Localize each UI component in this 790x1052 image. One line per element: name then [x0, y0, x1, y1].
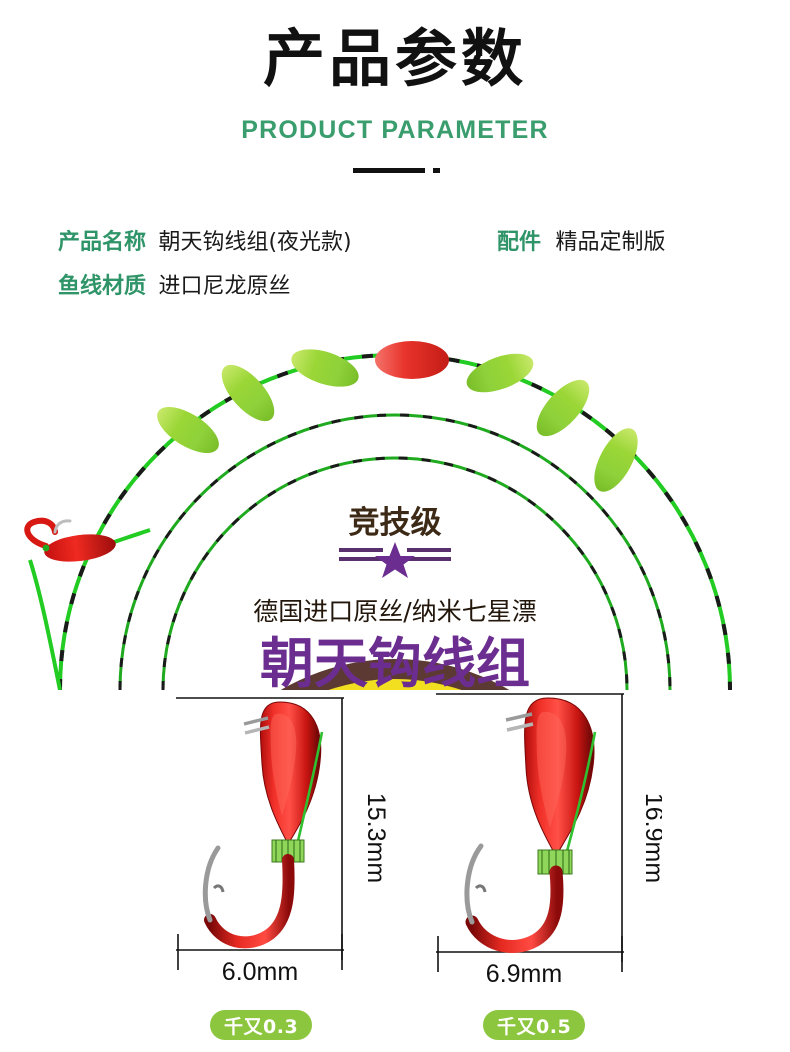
hook-figure-small: 15.3mm 6.0mm: [172, 688, 392, 988]
parameter-label: 配件: [497, 230, 542, 255]
divider-bar: [353, 168, 425, 173]
hook-size-badges: 千又0.3 千又0.5: [0, 1008, 790, 1048]
size-badge-small: 千又0.3: [210, 1010, 313, 1040]
hook-figure-large: 16.9mm 6.9mm: [432, 688, 668, 988]
title-divider: [0, 168, 790, 174]
hook-height-label: 16.9mm: [640, 793, 662, 883]
parameter-accessory: 配件 精品定制版: [497, 224, 665, 256]
hook-dimension-diagrams: 15.3mm 6.0mm: [0, 688, 790, 988]
size-badge-large: 千又0.5: [483, 1010, 586, 1040]
parameter-list: 产品名称 朝天钩线组(夜光款) 配件 精品定制版 鱼线材质 进口尼龙原丝: [0, 218, 790, 306]
tagline-text: 德国进口原丝/纳米七星漂: [253, 597, 536, 626]
parameter-value: 朝天钩线组(夜光款): [158, 230, 352, 255]
hook-width-label: 6.9mm: [486, 960, 562, 988]
parameter-product-name: 产品名称 朝天钩线组(夜光款): [58, 224, 352, 256]
star-divider: [339, 542, 451, 578]
hook-height-label: 15.3mm: [362, 793, 390, 883]
parameter-label: 鱼线材质: [58, 274, 147, 299]
product-name-text: 朝天钩线组: [260, 632, 530, 690]
parameter-value: 进口尼龙原丝: [158, 274, 291, 299]
divider-dot: [433, 168, 440, 173]
hook-width-label: 6.0mm: [222, 958, 298, 986]
page-subtitle: PRODUCT PARAMETER: [241, 116, 549, 144]
parameter-line-material: 鱼线材质 进口尼龙原丝: [58, 268, 290, 300]
grade-text: 竞技级: [349, 505, 442, 541]
page-title: 产品参数: [262, 22, 527, 95]
parameter-value: 精品定制版: [555, 230, 666, 255]
parameter-row: 产品名称 朝天钩线组(夜光款) 配件 精品定制版: [0, 218, 790, 262]
inline-hook-icon: [24, 517, 116, 562]
product-illustration: 竞技级 德国进口原丝/纳米七星漂 朝天钩线组: [0, 330, 790, 690]
page-header: 产品参数 PRODUCT PARAMETER: [0, 0, 790, 200]
parameter-row: 鱼线材质 进口尼龙原丝: [0, 262, 790, 306]
parameter-label: 产品名称: [58, 230, 147, 255]
bead-group: [157, 341, 638, 492]
